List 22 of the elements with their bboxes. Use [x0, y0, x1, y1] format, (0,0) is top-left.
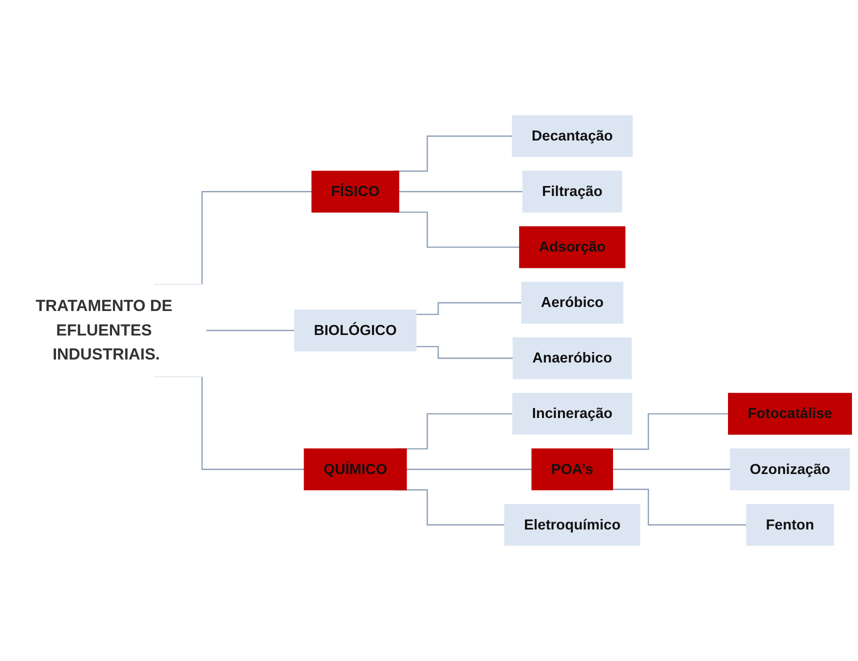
connector	[406, 468, 532, 470]
connector	[206, 330, 295, 332]
node-box: FÍSICO	[311, 170, 400, 213]
connector	[416, 346, 514, 359]
connector	[612, 488, 747, 526]
node-box: Incineração	[512, 392, 632, 435]
node-box: Eletroquímico	[504, 504, 640, 546]
node-box: Fotocatálise	[728, 392, 852, 435]
node-box: BIOLÓGICO	[294, 310, 416, 352]
node-box: POA’s	[531, 448, 614, 490]
node-box: Filtração	[522, 170, 622, 213]
node-box: Ozonização	[730, 448, 850, 490]
node-box: QUÍMICO	[304, 448, 407, 490]
node-box: Aeróbico	[521, 282, 624, 324]
connector	[416, 302, 522, 316]
node-box: Anaeróbico	[512, 337, 632, 380]
node-box: Adsorção	[519, 226, 626, 268]
connector	[612, 413, 728, 450]
connector	[612, 468, 730, 470]
connector	[398, 191, 523, 192]
node-box: Decantação	[512, 115, 633, 158]
node-box: Fenton	[746, 504, 834, 546]
